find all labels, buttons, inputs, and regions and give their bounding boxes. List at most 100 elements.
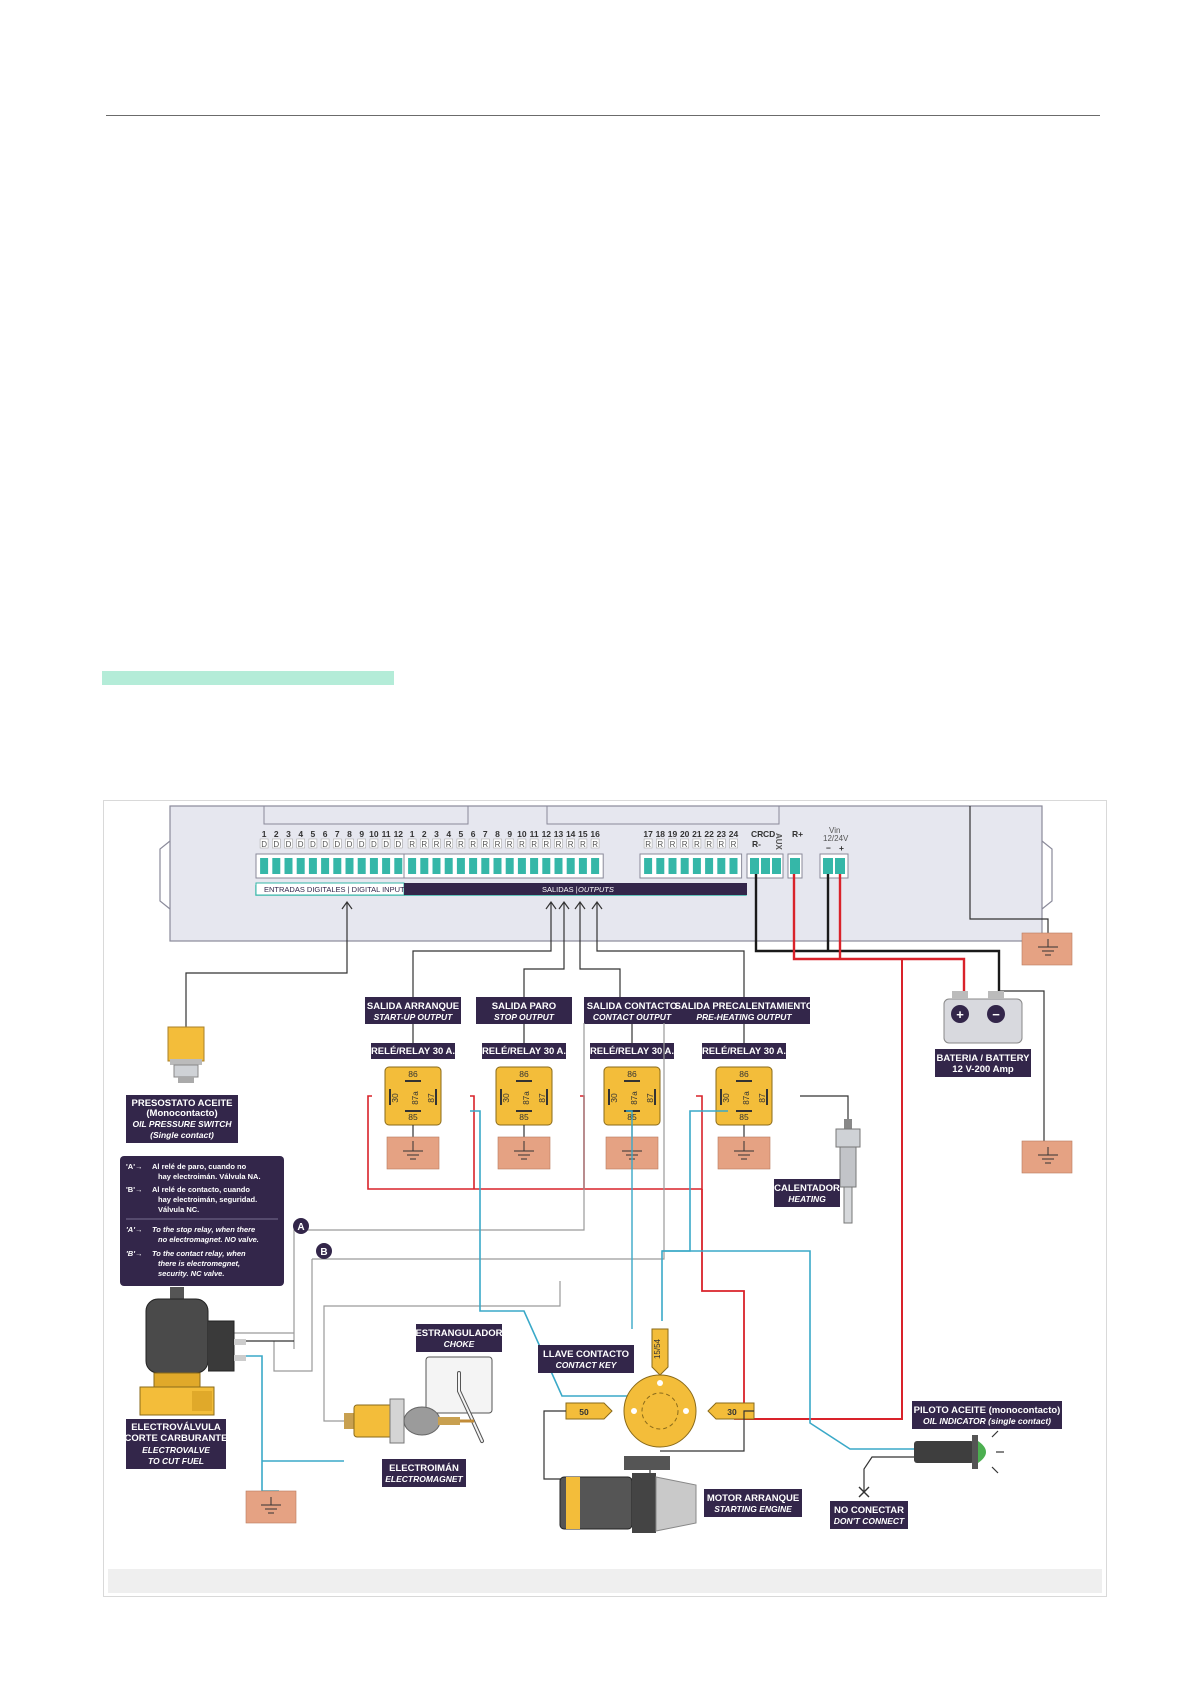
relay-pin-30: 30	[609, 1093, 619, 1103]
terminal-code-box	[393, 838, 403, 849]
terminal-number: 11	[530, 829, 539, 839]
note-a-en-1: To the stop relay, when there	[152, 1225, 255, 1234]
terminal-code: R	[409, 840, 415, 849]
output-label-box	[476, 997, 572, 1024]
terminal-code: R	[731, 840, 737, 849]
terminal-number: 3	[286, 829, 291, 839]
note-b-es-1: Al relé de contacto, cuando	[152, 1185, 250, 1194]
electromagnet-label-en: ELECTROMAGNET	[385, 1474, 463, 1484]
terminal-code-box	[716, 838, 726, 849]
panel-window-right	[546, 805, 780, 825]
marker-b	[316, 1243, 332, 1259]
terminal-screw	[284, 858, 293, 874]
electromagnet-label-box	[382, 1459, 466, 1487]
terminal-number: 11	[382, 829, 391, 839]
terminal-rminus-label: R-	[752, 839, 761, 849]
terminal-code-box	[643, 838, 653, 849]
relay-pin-85: 85	[519, 1112, 529, 1122]
terminal-screw	[469, 858, 478, 874]
terminal-rplus-label: R+	[792, 829, 803, 839]
contact-key	[565, 1328, 755, 1448]
panel-bracket-left	[159, 840, 171, 910]
terminal-number: 5	[311, 829, 316, 839]
electrovalve	[139, 1287, 246, 1416]
outputs_b-terminal-strip	[639, 853, 743, 879]
terminal-code-box	[578, 838, 588, 849]
valve-label-2: CORTE CARBURANTE	[125, 1433, 228, 1444]
output-label-en: PRE-HEATING OUTPUT	[696, 1012, 792, 1022]
relay-pin-87a: 87a	[522, 1091, 531, 1105]
terminal-number: 10	[369, 829, 379, 839]
choke-label-en: CHOKE	[444, 1339, 475, 1349]
terminal-number: 21	[692, 829, 702, 839]
terminal-code: R	[670, 840, 676, 849]
battery-label-box	[935, 1049, 1031, 1077]
terminal-code: D	[310, 840, 316, 849]
terminal-code: D	[261, 840, 267, 849]
relay-pin-86: 86	[408, 1069, 418, 1079]
wire-black-rminus	[754, 874, 1001, 998]
note-b-en-1: To the contact relay, when	[152, 1249, 246, 1258]
terminal-code-box	[320, 838, 330, 849]
electromagnet	[344, 1398, 474, 1444]
inputs-terminal-strip	[255, 853, 407, 879]
terminal-screw	[296, 858, 305, 874]
terminal-screw	[505, 858, 514, 874]
terminal-code-box	[468, 838, 478, 849]
terminal-screw	[591, 858, 600, 874]
panel-ground-wire	[969, 806, 1049, 933]
terminal-screw	[382, 858, 391, 874]
terminal-code-box	[655, 838, 665, 849]
oil-switch-label-4: (Single contact)	[150, 1130, 214, 1140]
note-a-mark-en: 'A'→	[126, 1225, 142, 1234]
relay-pin-87: 87	[757, 1093, 767, 1103]
terminal-code: D	[359, 840, 365, 849]
terminal-number: 9	[507, 829, 512, 839]
note-a-mark-es: 'A'→	[126, 1162, 142, 1171]
terminal-number: 10	[517, 829, 527, 839]
terminal-code: R	[421, 840, 427, 849]
valve-label-4: TO CUT FUEL	[148, 1456, 204, 1466]
terminal-code: R	[531, 840, 537, 849]
terminal-screw	[260, 858, 269, 874]
valve-label-box	[126, 1419, 226, 1469]
terminal-number: 2	[422, 829, 427, 839]
terminal-code: R	[482, 840, 488, 849]
terminal-code-box	[259, 838, 269, 849]
outputs-group-label-en: OUTPUTS	[578, 885, 614, 894]
battery-plus-sign: +	[956, 1007, 964, 1022]
section-highlight-bar	[102, 671, 394, 685]
oil-indicator-label-box	[912, 1401, 1062, 1429]
ground-plate-2	[1021, 1140, 1073, 1174]
terminal-number: 4	[446, 829, 451, 839]
terminal-number: 14	[566, 829, 576, 839]
panel-window-left	[263, 805, 469, 825]
note-b-es-2: hay electroimán, seguridad.	[158, 1195, 257, 1204]
terminal-code-box	[308, 838, 318, 849]
terminal-aux	[772, 858, 781, 874]
terminal-number: 20	[680, 829, 690, 839]
terminal-code-box	[444, 838, 454, 849]
terminal-code: R	[519, 840, 525, 849]
terminal-screw	[432, 858, 441, 874]
terminal-screw	[408, 858, 417, 874]
heater-glow-plug	[835, 1119, 861, 1224]
no-connect-label-en: DON'T CONNECT	[834, 1516, 905, 1526]
terminal-code-box	[480, 838, 490, 849]
terminal-vin-range-label: 12/24V	[823, 834, 849, 843]
relay-pin-87: 87	[645, 1093, 655, 1103]
relay-pin-85: 85	[739, 1112, 749, 1122]
terminal-code-box	[529, 838, 539, 849]
notes-text: 'A'→ Al relé de paro, cuando no hay elec…	[126, 1162, 278, 1278]
terminal-number: 6	[471, 829, 476, 839]
relay-pin-30: 30	[721, 1093, 731, 1103]
terminal-code: D	[334, 840, 340, 849]
terminal-aux-label: AUX	[774, 833, 783, 851]
terminal-code-box	[517, 838, 527, 849]
choke-label-es: ESTRANGULADOR	[415, 1328, 502, 1339]
terminal-screw	[656, 858, 665, 874]
terminal-screw	[692, 858, 701, 874]
terminal-code: R	[645, 840, 651, 849]
